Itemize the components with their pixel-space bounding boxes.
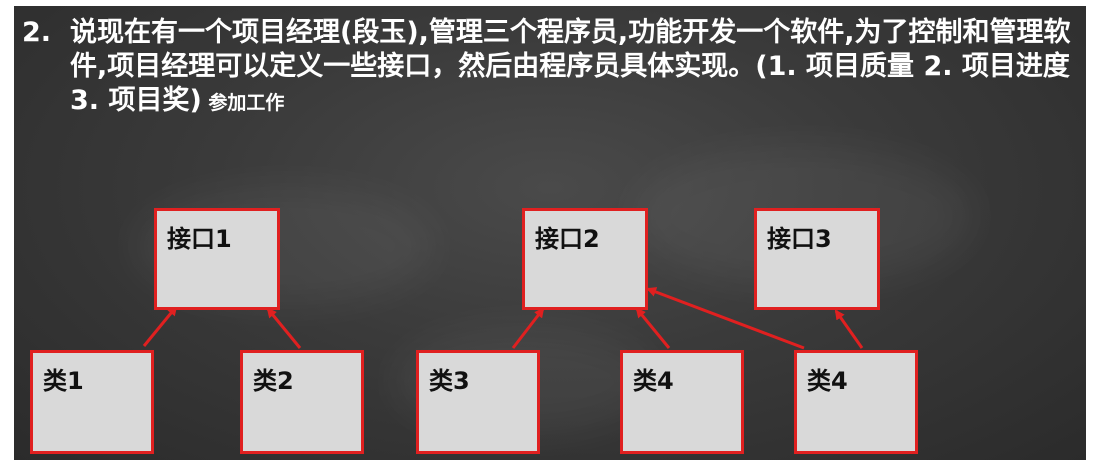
class-box-1: 类1 <box>30 350 154 454</box>
interface-label: 接口3 <box>767 225 832 253</box>
arrow-class3-interface2 <box>511 307 545 349</box>
class-box-2: 类2 <box>240 350 364 454</box>
interface-label: 接口2 <box>535 225 600 253</box>
arrow-class1-interface1 <box>142 305 178 347</box>
class-label: 类4 <box>633 367 674 395</box>
arrow-class4-interface2 <box>635 307 671 349</box>
question-text: 说现在有一个项目经理(段玉),管理三个程序员,功能开发一个软件,为了控制和管理软… <box>70 16 1080 120</box>
question-number: 2. <box>22 17 52 48</box>
question-text-tail: 参加工作 <box>201 92 285 114</box>
class-label: 类2 <box>253 367 294 395</box>
interface-box-1: 接口1 <box>154 208 280 310</box>
arrow-layer <box>142 287 864 350</box>
interface-box-2: 接口2 <box>522 208 648 310</box>
class-box-4: 类4 <box>620 350 744 454</box>
arrow-class4b-interface3 <box>834 309 864 349</box>
class-label: 类1 <box>43 367 84 395</box>
class-box-5: 类4 <box>794 350 918 454</box>
slide-background: 2. 说现在有一个项目经理(段玉),管理三个程序员,功能开发一个软件,为了控制和… <box>14 6 1086 460</box>
arrow-class4b-interface2 <box>646 287 805 350</box>
class-label: 类4 <box>807 367 848 395</box>
arrow-class2-interface1 <box>266 307 302 349</box>
class-box-3: 类3 <box>416 350 540 454</box>
class-label: 类3 <box>429 367 470 395</box>
interface-label: 接口1 <box>167 225 232 253</box>
interface-box-3: 接口3 <box>754 208 880 310</box>
question-text-main: 说现在有一个项目经理(段玉),管理三个程序员,功能开发一个软件,为了控制和管理软… <box>70 17 1071 116</box>
